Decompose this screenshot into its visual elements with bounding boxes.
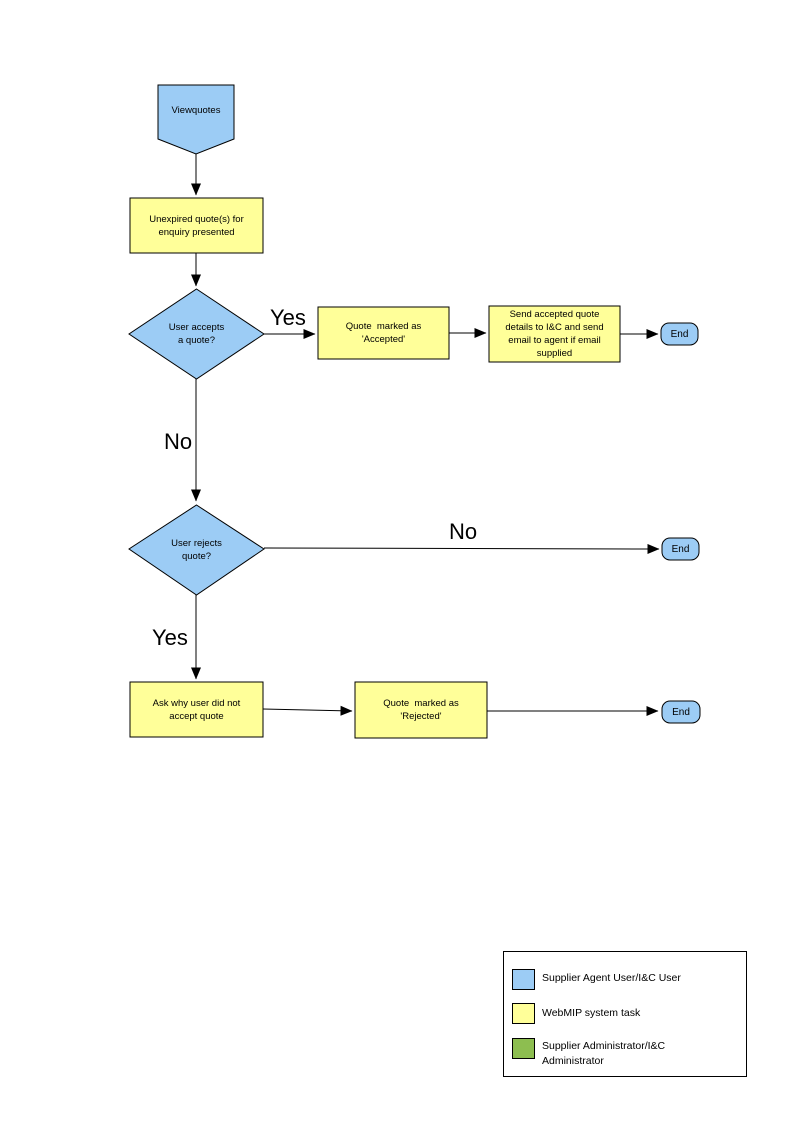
edge-ask-to-rejected <box>262 705 353 716</box>
legend-swatch-supplier-admin <box>512 1038 535 1059</box>
end-reject-no-shape <box>661 537 700 561</box>
accepted-box-label: Quote marked as 'Accepted' <box>345 321 422 345</box>
legend-swatch-supplier-agent <box>512 969 535 990</box>
rejected-box-label: Quote marked as 'Rejected' <box>383 698 459 722</box>
ask-box-label: Ask why user did not accept quote <box>152 697 241 722</box>
end-rejected-shape <box>661 700 701 724</box>
branch-label-yes-reject: Yes <box>152 625 188 650</box>
accepted-box-shape <box>317 306 450 360</box>
legend-label-supplier-admin: Supplier Administrator/I&C Administrator <box>542 1040 666 1067</box>
unexpired-box-label: Unexpired quote(s) for enquiry presented <box>149 213 244 238</box>
end-accept-label: End <box>670 328 689 340</box>
start-pentagon-shape <box>157 84 235 155</box>
legend-swatch-webmip-task <box>512 1003 535 1024</box>
legend-label-webmip-task: WebMIP system task <box>542 1007 641 1019</box>
branch-label-no-reject: No <box>448 519 478 544</box>
ask-box-shape <box>129 681 264 738</box>
accept-decision-shape <box>128 288 265 380</box>
reject-decision-label: User rejects quote? <box>171 538 222 562</box>
send-box-label: Send accepted quote details to I&C and s… <box>505 309 604 359</box>
accept-decision-label: User accepts a quote? <box>168 322 225 346</box>
legend-label-supplier-agent: Supplier Agent User/I&C User <box>542 972 681 984</box>
rejected-box-shape <box>354 681 488 739</box>
unexpired-box-shape <box>129 197 264 254</box>
end-accept-shape <box>660 322 699 346</box>
branch-label-yes-accept: Yes <box>270 305 306 330</box>
end-reject-no-label: End <box>671 543 690 555</box>
legend: Supplier Agent User/I&C User WebMIP syst… <box>503 951 747 1077</box>
end-rejected-label: End <box>672 706 690 718</box>
edge-reject-no <box>263 543 660 554</box>
branch-label-no-accept: No <box>164 429 193 454</box>
send-box-shape <box>488 305 621 363</box>
start-label: Viewquotes <box>171 104 221 116</box>
reject-decision-shape <box>128 504 265 596</box>
